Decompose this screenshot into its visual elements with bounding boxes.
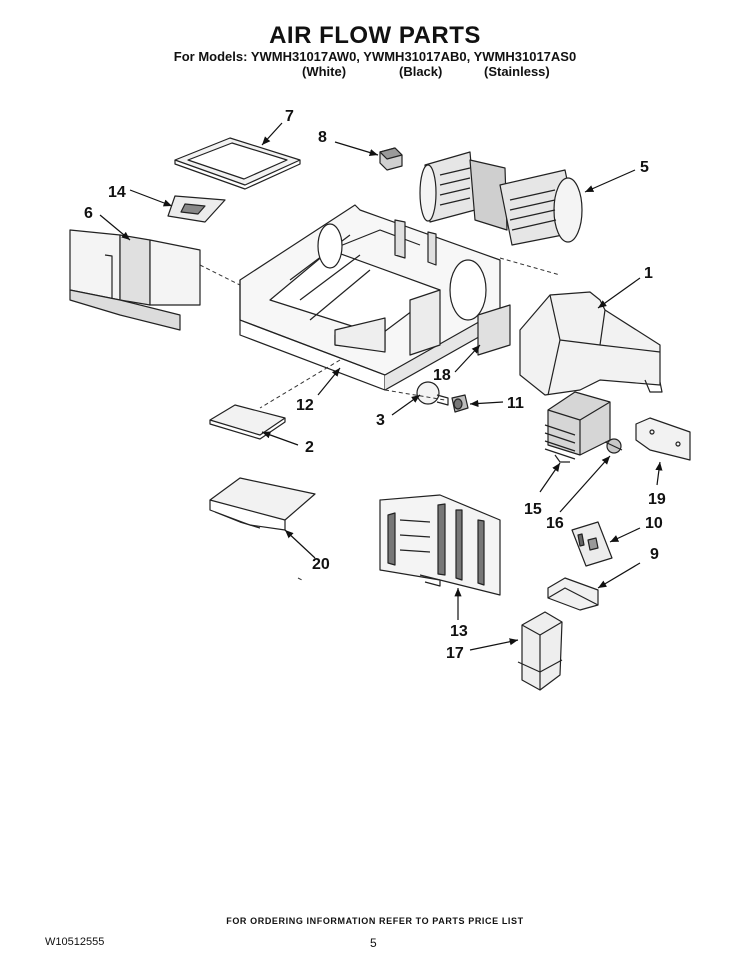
callout-7: 7 — [285, 108, 294, 125]
callout-18: 18 — [433, 367, 451, 384]
part-5-blower-motor — [419, 151, 583, 246]
callout-17: 17 — [446, 645, 464, 662]
part-16-thermostat — [604, 438, 623, 454]
part-17-vent-duct — [517, 611, 563, 691]
part-2-cover-plate — [209, 404, 286, 440]
page-title: AIR FLOW PARTS — [269, 22, 481, 49]
callout-8: 8 — [318, 129, 327, 146]
part-10-control-board — [571, 521, 613, 567]
callout-9: 9 — [650, 546, 659, 563]
callout-13: 13 — [450, 623, 468, 640]
variant-stainless: (Stainless) — [484, 64, 550, 79]
main-base-cavity — [239, 204, 501, 391]
callout-10: 10 — [645, 515, 663, 532]
callout-12: 12 — [296, 397, 314, 414]
callout-11: 11 — [507, 395, 524, 412]
callout-16: 16 — [546, 515, 564, 532]
part-18-plate — [477, 304, 511, 356]
models-line: For Models: YWMH31017AW0, YWMH31017AB0, … — [173, 49, 577, 64]
callout-15: 15 — [524, 501, 542, 518]
part-15-transformer — [544, 391, 611, 463]
variant-black: (Black) — [399, 64, 443, 79]
callout-14: 14 — [108, 184, 126, 201]
callout-6: 6 — [84, 205, 93, 222]
callout-5: 5 — [640, 159, 649, 176]
part-13-vent-panel — [379, 494, 501, 596]
part-8-switch — [379, 147, 403, 171]
callout-19: 19 — [648, 491, 666, 508]
callout-2: 2 — [305, 439, 314, 456]
ordering-note: FOR ORDERING INFORMATION REFER TO PARTS … — [226, 916, 524, 926]
part-19-bracket — [635, 417, 691, 461]
callout-20: 20 — [312, 556, 330, 573]
part-3-lamp — [416, 381, 449, 406]
callout-3: 3 — [376, 412, 385, 429]
document-number: W10512555 — [45, 936, 105, 948]
page-number: 5 — [370, 936, 377, 950]
part-20-cover — [209, 477, 316, 531]
part-7-grille-frame — [174, 137, 301, 190]
part-12-plate — [334, 317, 386, 353]
part-6-air-duct — [69, 229, 201, 331]
part-14-label — [167, 195, 226, 223]
variant-white: (White) — [302, 64, 347, 79]
part-11-socket — [451, 394, 469, 413]
callout-1: 1 — [644, 265, 653, 282]
part-1-air-guide — [519, 291, 663, 396]
part-9-bracket — [547, 577, 599, 611]
